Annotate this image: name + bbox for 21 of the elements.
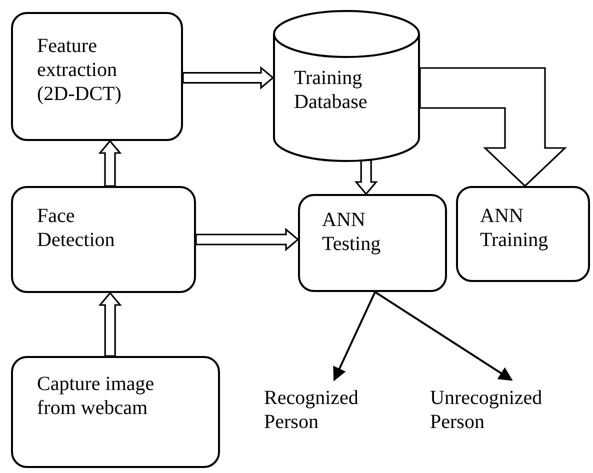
outcome-label: Recognized Person [264, 386, 394, 446]
block-arrow [98, 292, 122, 357]
node-label: Face Detection [37, 204, 116, 252]
outcome-label: Unrecognized Person [430, 386, 590, 446]
process-box [11, 186, 196, 293]
node-label: Training Database [294, 66, 368, 114]
node-label: ANN Training [480, 204, 550, 252]
block-arrow [419, 67, 567, 188]
process-box [298, 194, 447, 292]
block-arrow [354, 159, 378, 196]
node-label: ANN Testing [322, 208, 382, 256]
process-box [456, 186, 590, 282]
block-arrow [182, 66, 274, 90]
arrow [374, 291, 513, 381]
node-label: Capture image from webcam [37, 372, 156, 420]
node-label: Feature extraction (2D-DCT) [37, 34, 122, 106]
process-box [11, 12, 183, 141]
block-arrow [98, 140, 122, 187]
process-box [11, 356, 220, 468]
block-arrow [195, 228, 300, 252]
arrow [333, 292, 376, 382]
